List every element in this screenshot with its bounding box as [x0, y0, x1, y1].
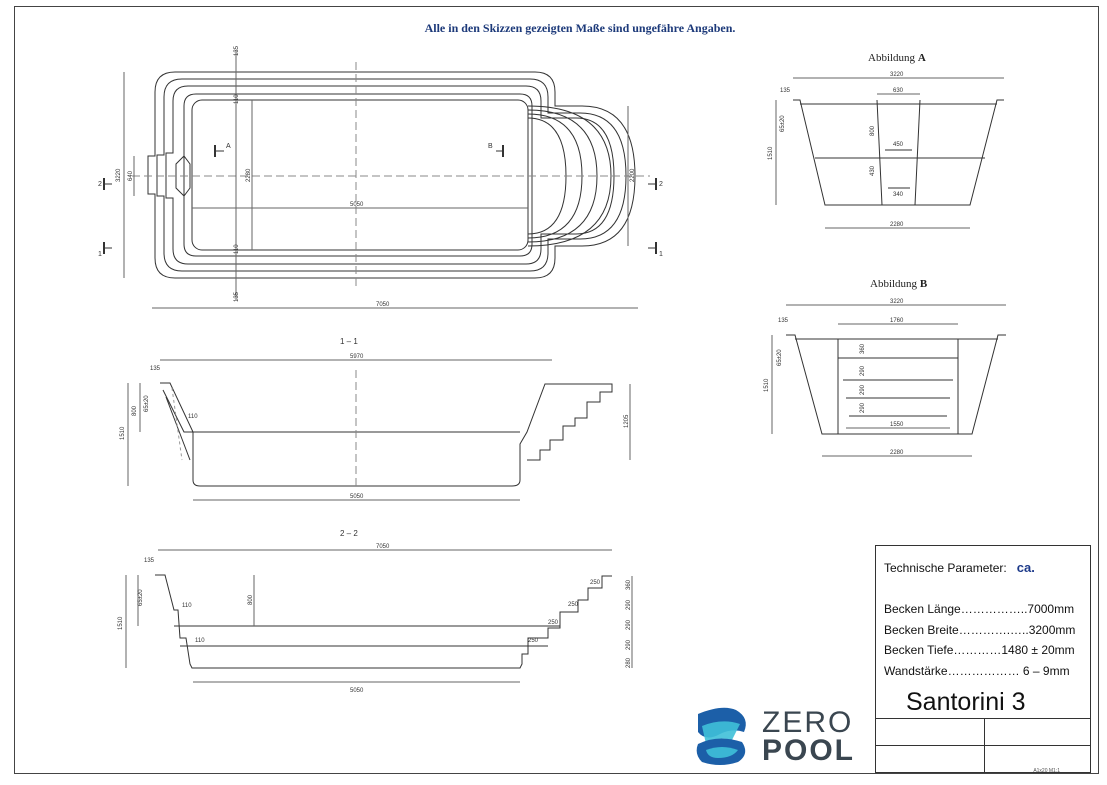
ca-label: ca.: [1016, 560, 1035, 575]
dim-b-s4: 290: [860, 402, 866, 413]
abbildung-b-drawing: [771, 304, 1006, 457]
dim-s1-stair-h: 1205: [624, 414, 630, 428]
model-name: Santorini 3: [906, 688, 1026, 716]
dim-b-stair-bottom: 1550: [890, 422, 904, 428]
dim-s2-wall: 65±20: [138, 589, 144, 606]
marker-b: B: [488, 143, 493, 150]
dim-s2-step3-w: 250: [548, 620, 559, 626]
dim-plan-wall-top: 110: [234, 94, 240, 104]
dim-s2-step1-h: 360: [626, 579, 632, 590]
dim-a-top: 3220: [890, 72, 904, 78]
dim-b-s2: 290: [860, 365, 866, 376]
logo-text-pool: POOL: [762, 734, 856, 767]
dim-s2-rim: 135: [144, 558, 155, 564]
section-2-title: 2 – 2: [340, 529, 358, 538]
dim-a-lower-w: 340: [893, 192, 904, 198]
tb-divider: [984, 718, 985, 772]
dim-plan-wall-bottom: 110: [234, 244, 240, 254]
dim-plan-width: 3220: [116, 168, 122, 182]
tech-row-wall: Wandstärke……………… 6 – 9mm: [884, 664, 1070, 678]
dim-s2-total: 1510: [118, 616, 124, 630]
dim-s1-rim: 135: [150, 366, 161, 372]
logo-text-zero: ZERO: [762, 706, 854, 739]
plan-view: [103, 50, 657, 309]
dim-plan-stair-width: 2200: [630, 168, 636, 182]
dim-b-bottom: 2280: [890, 450, 904, 456]
abbildung-b-title: Abbildung B: [870, 278, 928, 290]
dim-s2-ledge1: 110: [182, 603, 192, 609]
dim-s1-ledge: 110: [188, 414, 198, 420]
marker-1-left: 1: [98, 251, 102, 258]
title-block: Technische Parameter:ca. Becken Länge…………: [875, 545, 1091, 774]
tb-divider: [876, 718, 1090, 719]
section-2-2: [125, 549, 633, 683]
marker-1-right: 1: [659, 251, 663, 258]
dim-plan-inner-width: 2280: [246, 168, 252, 182]
dim-plan-total-length: 7050: [376, 302, 390, 308]
dim-a-inner-w: 450: [893, 142, 904, 148]
header-note: Alle in den Skizzen gezeigten Maße sind …: [424, 21, 736, 35]
dim-a-bottom: 2280: [890, 222, 904, 228]
zeropool-logo: ZERO POOL: [692, 704, 872, 768]
tech-row-width: Becken Breite………….…..3200mm: [884, 623, 1076, 637]
dim-s2-step2-h: 290: [626, 599, 632, 610]
dim-plan-step-width: 640: [128, 170, 134, 181]
tech-row-length: Becken Länge……………..7000mm: [884, 602, 1075, 616]
tb-divider: [876, 745, 1090, 746]
section-1-1: [127, 359, 631, 501]
dim-s2-step2-w: 250: [568, 602, 579, 608]
abbildung-a-title: Abbildung A: [868, 52, 926, 64]
dim-s2-top: 7050: [376, 544, 390, 550]
marker-a: A: [226, 143, 231, 150]
section-1-title: 1 – 1: [340, 337, 358, 346]
dim-s2-step1-w: 250: [590, 580, 601, 586]
marker-2-right: 2: [659, 181, 663, 188]
dim-plan-rim-bottom: 135: [234, 291, 240, 302]
dim-a-step: 630: [893, 88, 904, 94]
dim-s2-step4-h: 290: [626, 639, 632, 650]
dim-s2-step3-h: 290: [626, 619, 632, 630]
dim-s2-last-h: 280: [626, 657, 632, 668]
dim-a-height: 1510: [768, 146, 774, 160]
dim-b-top: 3220: [890, 299, 904, 305]
dim-s2-h800: 800: [248, 594, 254, 605]
dim-b-rim: 135: [778, 318, 789, 324]
dim-s1-bottom: 5050: [350, 494, 364, 500]
dim-s1-top: 5970: [350, 354, 364, 360]
dim-b-s1: 360: [860, 343, 866, 354]
dim-a-wall: 65±20: [780, 115, 786, 132]
dim-s2-ledge2: 110: [195, 638, 205, 644]
dim-a-lower-h: 430: [870, 165, 876, 176]
dim-a-inner-h: 800: [870, 125, 876, 136]
dim-b-stair-w: 1760: [890, 318, 904, 324]
tech-params-heading: Technische Parameter:ca.: [884, 560, 1035, 575]
dim-b-height: 1510: [764, 378, 770, 392]
tb-footer: A1x20 M1:1: [1033, 768, 1060, 774]
dim-s1-h800: 800: [132, 405, 138, 416]
wave-logo-icon: [696, 707, 746, 765]
dim-plan-length-inner: 5050: [350, 202, 364, 208]
dim-s1-wall: 65±20: [144, 395, 150, 412]
dim-s2-step4-w: 250: [528, 638, 539, 644]
dim-b-s3: 290: [860, 384, 866, 395]
marker-2-left: 2: [98, 181, 102, 188]
tech-row-depth: Becken Tiefe…………1480 ± 20mm: [884, 643, 1075, 657]
dim-s2-bottom: 5050: [350, 688, 364, 694]
sheet-frame: [14, 6, 1099, 774]
dim-b-wall: 65±20: [777, 349, 783, 366]
abbildung-a-drawing: [775, 77, 1004, 229]
dim-s1-total: 1510: [120, 426, 126, 440]
dim-plan-rim-top: 135: [234, 45, 240, 56]
dim-a-rim: 135: [780, 88, 791, 94]
